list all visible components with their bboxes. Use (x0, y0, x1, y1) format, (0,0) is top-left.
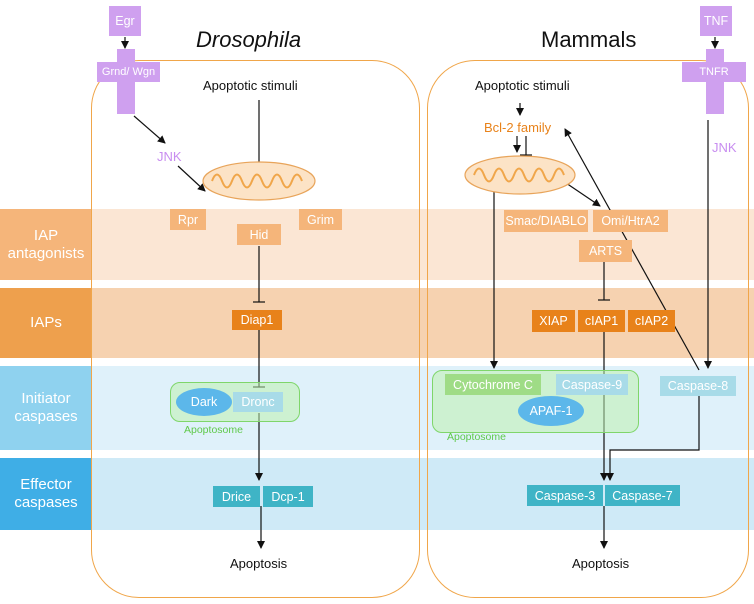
drice-label: Drice (221, 489, 252, 504)
cytochrome-c-label: Cytochrome C (453, 377, 533, 392)
tnfr-label: TNFR (699, 66, 729, 78)
dronc-label: Dronc (241, 395, 275, 409)
drosophila-apoptotic-stimuli: Apoptotic stimuli (203, 78, 298, 93)
dcp1-box: Dcp-1 (263, 486, 313, 507)
dark-ellipse: Dark (176, 388, 232, 416)
mammals-apoptosis: Apoptosis (572, 556, 630, 571)
arts-label: ARTS (588, 244, 623, 258)
smac-diablo-box: Smac/DIABLO (504, 210, 588, 232)
mammals-jnk: JNK (712, 140, 737, 155)
tnf-ligand: TNF (700, 6, 732, 36)
drice-box: Drice (213, 486, 260, 507)
egr-ligand: Egr (109, 6, 141, 36)
rpr-label: Rpr (177, 212, 199, 227)
egr-label: Egr (115, 14, 135, 28)
row-label-initiator-caspases: Initiator caspases (0, 366, 92, 450)
apaf1-label: APAF-1 (529, 404, 573, 418)
omi-htra2-box: Omi/HtrA2 (593, 210, 668, 232)
tnfr-receptor: TNFR (682, 62, 746, 82)
ciap2-label: cIAP2 (634, 314, 669, 328)
grim-box: Grim (299, 209, 342, 230)
mammals-apoptotic-stimuli: Apoptotic stimuli (475, 78, 570, 93)
drosophila-jnk: JNK (157, 149, 182, 164)
diap1-label: Diap1 (240, 313, 274, 327)
caspase3-label: Caspase-3 (534, 488, 596, 503)
rpr-box: Rpr (170, 209, 206, 230)
mitochondrion-mammals (464, 155, 576, 195)
caspase8-label: Caspase-8 (667, 379, 729, 393)
row-label-text: IAP antagonists (7, 226, 85, 262)
dronc-box: Dronc (233, 392, 283, 412)
hid-label: Hid (249, 227, 269, 242)
row-label-iap-antagonists: IAP antagonists (0, 209, 92, 280)
caspase8-box: Caspase-8 (660, 376, 736, 396)
smac-diablo-label: Smac/DIABLO (505, 214, 587, 228)
drosophila-cell-panel (91, 60, 420, 598)
row-label-text: IAPs (30, 314, 62, 331)
apaf1-ellipse: APAF-1 (518, 396, 584, 426)
ciap2-box: cIAP2 (628, 310, 675, 332)
omi-htra2-label: Omi/HtrA2 (601, 214, 660, 228)
ciap1-label: cIAP1 (584, 314, 619, 328)
grnd-wgn-label: Grnd/ Wgn (101, 66, 156, 78)
mammals-title: Mammals (541, 27, 637, 52)
tnf-label: TNF (703, 14, 729, 28)
bcl2-family: Bcl-2 family (484, 120, 552, 135)
drosophila-title: Drosophila (196, 27, 302, 52)
dcp1-label: Dcp-1 (271, 489, 305, 504)
caspase7-box: Caspase-7 (605, 485, 680, 506)
arts-box: ARTS (579, 240, 632, 262)
tnfr-stem-bottom (706, 82, 724, 114)
caspase7-label: Caspase-7 (612, 488, 673, 503)
diap1-box: Diap1 (232, 310, 282, 330)
caspase9-box: Caspase-9 (556, 374, 628, 395)
row-label-iaps: IAPs (0, 288, 92, 358)
mitochondrion-drosophila (202, 161, 316, 201)
row-label-text: Effector caspases (14, 476, 78, 511)
grnd-wgn-receptor-stem-top (117, 49, 135, 63)
xiap-box: XIAP (532, 310, 575, 332)
hid-box: Hid (237, 224, 281, 245)
caspase3-box: Caspase-3 (527, 485, 603, 506)
tnfr-stem-top (706, 49, 724, 63)
drosophila-apoptosome-label: Apoptosome (184, 424, 243, 436)
drosophila-apoptosis: Apoptosis (230, 556, 288, 571)
cytochrome-c-box: Cytochrome C (445, 374, 541, 395)
grim-label: Grim (306, 212, 335, 227)
mammals-cell-panel (427, 60, 749, 598)
row-label-effector-caspases: Effector caspases (0, 458, 92, 530)
caspase9-label: Caspase-9 (561, 377, 623, 392)
dark-label: Dark (190, 395, 218, 409)
mammals-apoptosome-label: Apoptosome (447, 431, 506, 443)
ciap1-box: cIAP1 (578, 310, 625, 332)
row-label-text: Initiator caspases (14, 390, 78, 425)
grnd-wgn-receptor: Grnd/ Wgn (97, 62, 160, 82)
xiap-label: XIAP (539, 314, 568, 328)
grnd-wgn-receptor-stem-bottom (117, 82, 135, 114)
